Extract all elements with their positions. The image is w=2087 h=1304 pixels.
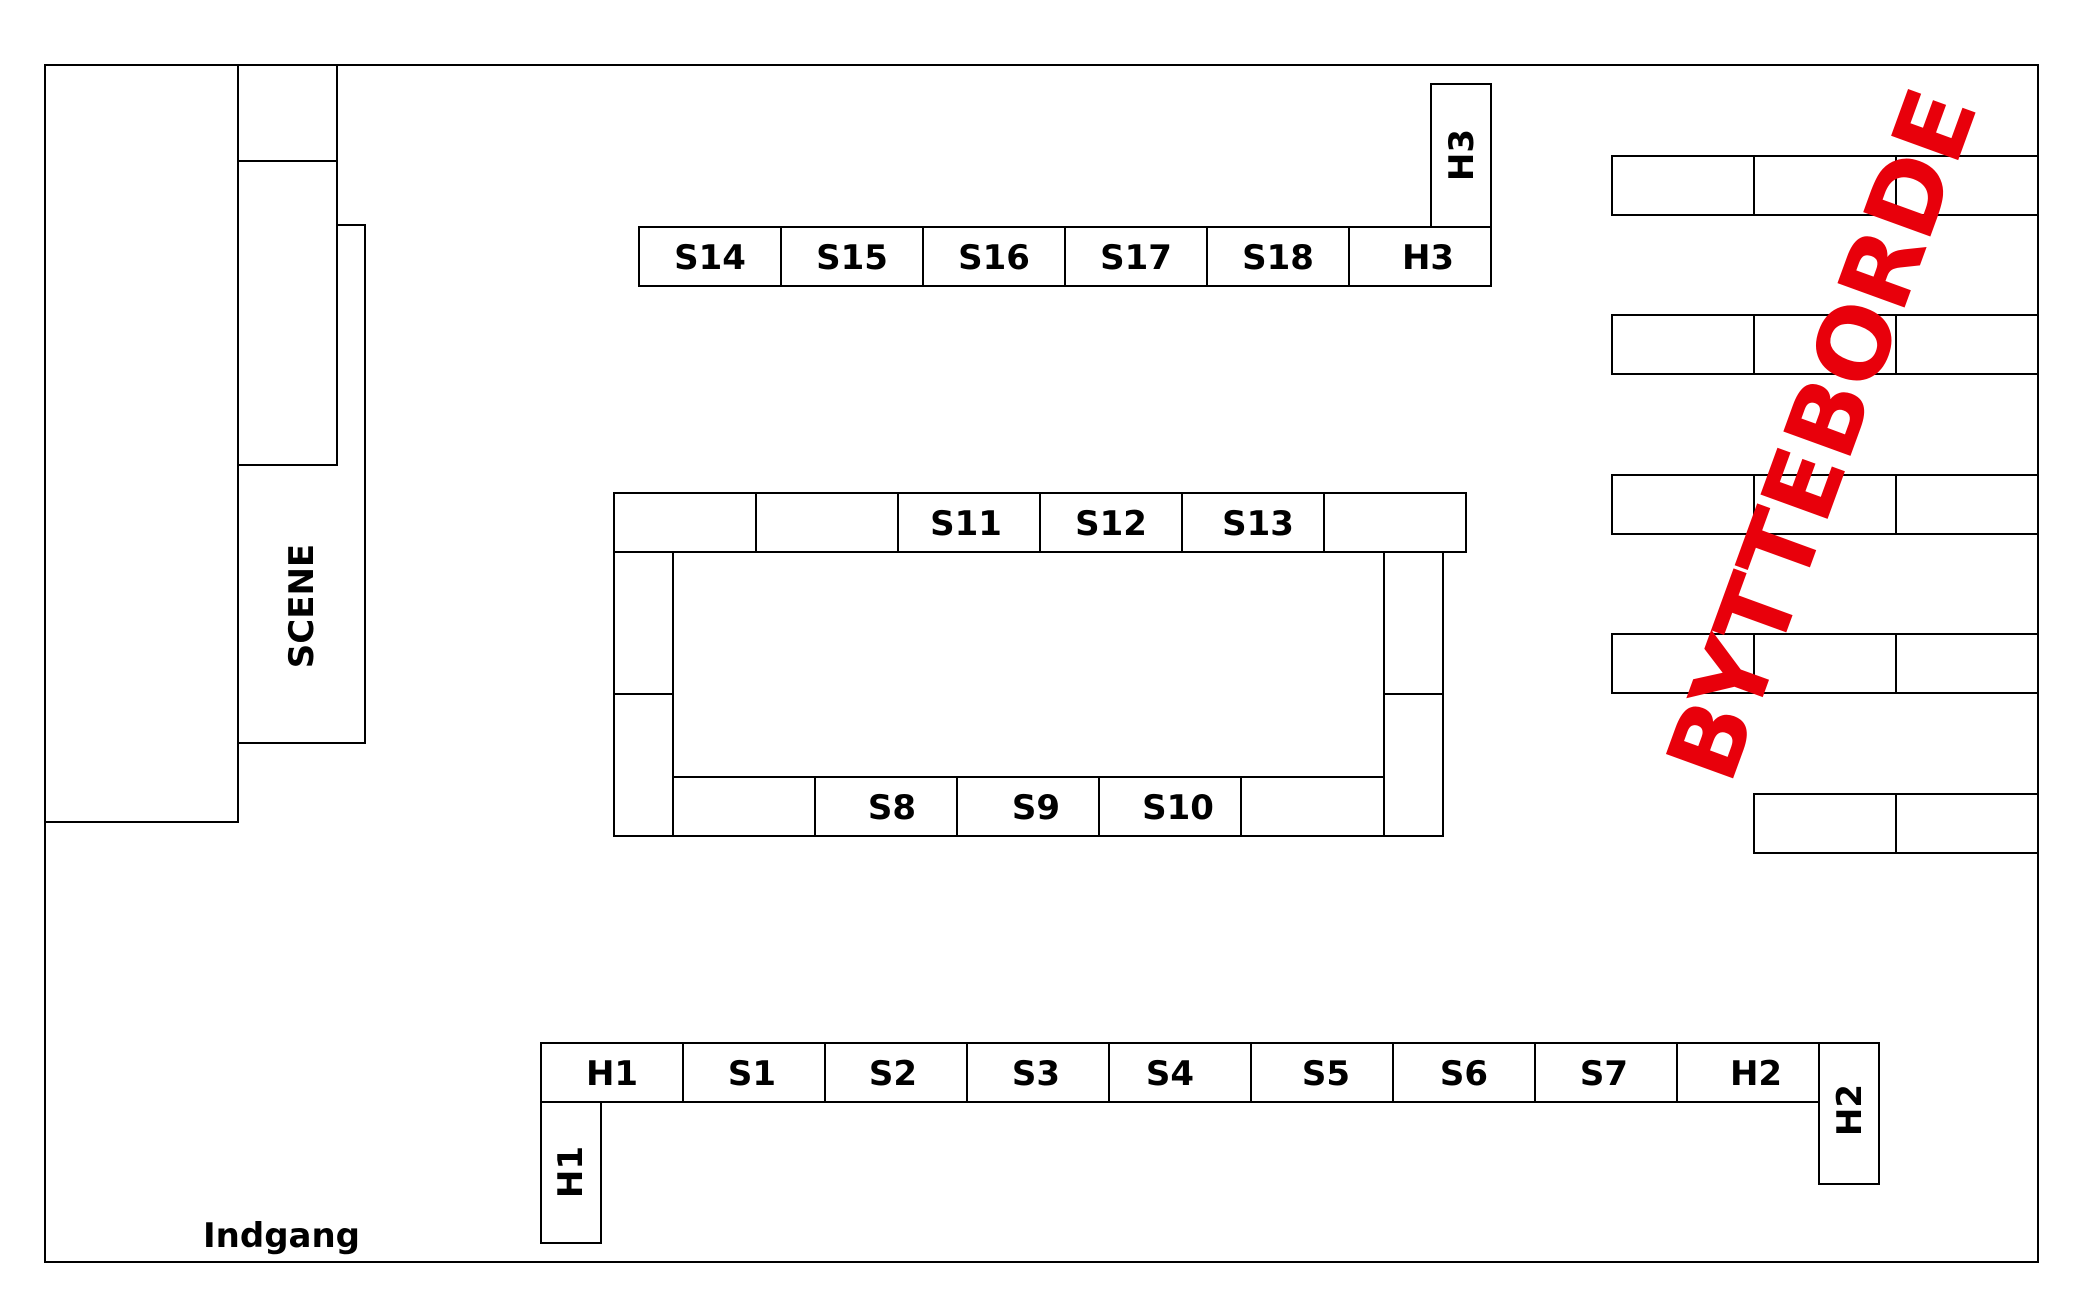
swap-table[interactable] [1753, 314, 1897, 375]
stand-s4-label: S4 [1146, 1054, 1194, 1094]
swap-table[interactable] [1611, 155, 1755, 216]
island-top-table-6[interactable] [1323, 492, 1467, 553]
stand-s12[interactable] [1039, 492, 1183, 553]
stand-s18-label: S18 [1242, 238, 1314, 278]
stand-h1-vertical-label: H1 [551, 1146, 591, 1198]
swap-table[interactable] [1611, 633, 1755, 694]
stand-s12-label: S12 [1075, 504, 1147, 544]
swap-table[interactable] [1753, 474, 1897, 535]
stand-s13-label: S13 [1222, 504, 1294, 544]
stand-s10-label: S10 [1142, 788, 1214, 828]
swap-table[interactable] [1895, 633, 2039, 694]
island-left-table-2[interactable] [613, 693, 674, 837]
swap-table[interactable] [1753, 793, 1897, 854]
stand-s15-label: S15 [816, 238, 888, 278]
island-left-table-1[interactable] [613, 551, 674, 695]
stand-s17-label: S17 [1100, 238, 1172, 278]
stand-s6-label: S6 [1440, 1054, 1488, 1094]
stand-s18[interactable] [1206, 226, 1350, 287]
bottom-row-stands: H1 S1 S2 S3 S4 S5 S6 S7 H2 H1 H2 [540, 1042, 1880, 1244]
swap-table[interactable] [1611, 314, 1755, 375]
stand-h3-label: H3 [1402, 238, 1454, 278]
stand-s14[interactable] [638, 226, 782, 287]
swap-tables [1611, 155, 2039, 854]
top-row-stands: S14 S15 S16 S17 S18 H3 H3 [638, 83, 1492, 287]
stand-s16[interactable] [922, 226, 1066, 287]
island-right-table-1[interactable] [1383, 551, 1444, 695]
stand-s11[interactable] [897, 492, 1041, 553]
stand-h2-vertical-label: H2 [1830, 1084, 1870, 1136]
stand-s6[interactable] [1392, 1042, 1536, 1103]
entrance-label: Indgang [203, 1216, 360, 1256]
stand-h2-vertical[interactable] [1818, 1042, 1880, 1185]
stage-back-block [44, 64, 239, 823]
stand-s16-label: S16 [958, 238, 1030, 278]
stand-s10[interactable] [1098, 776, 1242, 837]
island-right-table-2[interactable] [1383, 693, 1444, 837]
stand-s17[interactable] [1064, 226, 1208, 287]
stand-s7[interactable] [1534, 1042, 1678, 1103]
stand-s2-label: S2 [869, 1054, 917, 1094]
stand-h3-vertical[interactable] [1430, 83, 1492, 228]
stand-s13[interactable] [1181, 492, 1325, 553]
swap-table[interactable] [1895, 314, 2039, 375]
stand-h1-label: H1 [586, 1054, 638, 1094]
stand-h3-vertical-label: H3 [1442, 129, 1482, 181]
stand-s11-label: S11 [930, 504, 1002, 544]
stand-s1[interactable] [682, 1042, 826, 1103]
island-top-table-1[interactable] [613, 492, 757, 553]
stand-s2[interactable] [824, 1042, 968, 1103]
stand-s5-label: S5 [1302, 1054, 1350, 1094]
stand-s7-label: S7 [1580, 1054, 1628, 1094]
stand-h3[interactable] [1348, 226, 1492, 287]
stand-h1-vertical[interactable] [540, 1101, 602, 1244]
stage-label: SCENE [282, 544, 322, 668]
stand-s3-label: S3 [1012, 1054, 1060, 1094]
stand-s4[interactable] [1108, 1042, 1252, 1103]
swap-table[interactable] [1895, 474, 2039, 535]
stand-s14-label: S14 [674, 238, 746, 278]
stage-riser-top [237, 64, 338, 162]
stand-h2-label: H2 [1730, 1054, 1782, 1094]
stand-s8-label: S8 [868, 788, 916, 828]
swap-table[interactable] [1753, 155, 1897, 216]
swap-table[interactable] [1611, 474, 1755, 535]
stage-riser [237, 160, 338, 466]
stand-s8[interactable] [814, 776, 958, 837]
central-island: S11 S12 S13 S8 S9 S10 [613, 492, 1467, 837]
stand-s3[interactable] [966, 1042, 1110, 1103]
stand-s1-label: S1 [728, 1054, 776, 1094]
stand-s9[interactable] [956, 776, 1100, 837]
swap-table[interactable] [1895, 793, 2039, 854]
swap-table[interactable] [1895, 155, 2039, 216]
island-bottom-table-1[interactable] [672, 776, 816, 837]
island-bottom-table-5[interactable] [1240, 776, 1385, 837]
stand-s9-label: S9 [1012, 788, 1060, 828]
stand-h2[interactable] [1676, 1042, 1820, 1103]
island-top-table-2[interactable] [755, 492, 899, 553]
stand-s15[interactable] [780, 226, 924, 287]
stand-h1[interactable] [540, 1042, 684, 1103]
